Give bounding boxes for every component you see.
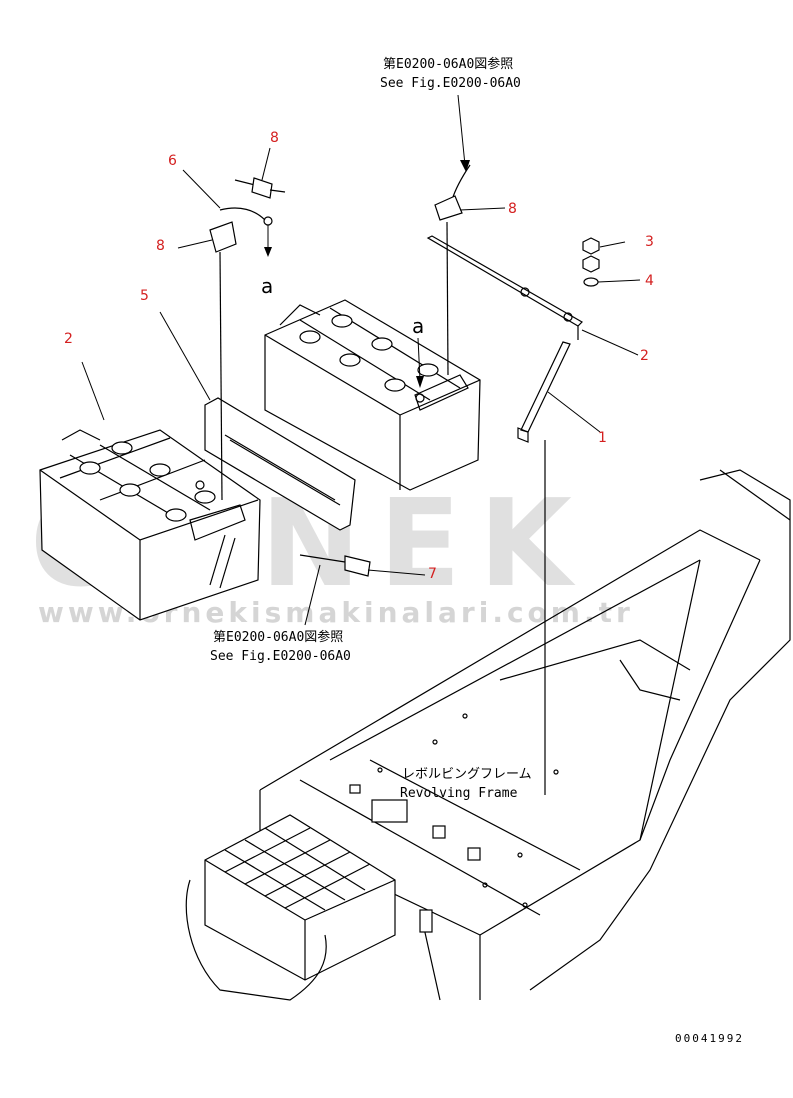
callout-8-top: 8: [270, 130, 279, 146]
callouts: 8 6 8 8 3 4 5 2 2 1 7: [64, 130, 654, 582]
reference-bottom-en: See Fig.E0200-06A0: [210, 649, 351, 664]
callout-7: 7: [428, 566, 437, 582]
callout-2-right: 2: [640, 348, 649, 364]
callout-4: 4: [645, 273, 654, 289]
frame-label-jp: レボルビングフレーム: [402, 767, 532, 782]
arrow-head: [460, 160, 470, 172]
hold-down-rod: [517, 341, 571, 443]
reference-top-en: See Fig.E0200-06A0: [380, 76, 521, 91]
nuts-washer: [582, 237, 600, 287]
callout-2-left: 2: [64, 331, 73, 347]
view-letter-a-right: a: [412, 314, 424, 338]
hold-down-bar: [426, 235, 583, 340]
reference-top-jp: 第E0200-06A0図参照: [383, 56, 513, 72]
drawing-code: 00041992: [675, 1032, 744, 1045]
callout-3: 3: [645, 234, 654, 250]
arrow-head-a-left: [264, 247, 272, 257]
revolving-frame: [185, 469, 791, 1001]
reference-bottom: 第E0200-06A0図参照 See Fig.E0200-06A0: [210, 629, 351, 664]
reference-bottom-jp: 第E0200-06A0図参照: [213, 629, 343, 645]
battery-left: [39, 429, 261, 621]
cables: [209, 164, 546, 795]
callout-8-right: 8: [508, 201, 517, 217]
battery-right: [264, 299, 481, 491]
battery-cover: [204, 397, 356, 531]
callout-6: 6: [168, 153, 177, 169]
callout-1: 1: [598, 430, 607, 446]
reference-top: 第E0200-06A0図参照 See Fig.E0200-06A0: [380, 56, 521, 91]
frame-label-en: Revolving Frame: [400, 786, 518, 801]
callout-8-left: 8: [156, 238, 165, 254]
arrow-head-a-right: [416, 376, 424, 388]
view-letter-a-left: a: [261, 274, 273, 298]
leader-lines: [81, 94, 641, 626]
callout-5: 5: [140, 288, 149, 304]
frame-label: レボルビングフレーム Revolving Frame: [400, 767, 532, 801]
